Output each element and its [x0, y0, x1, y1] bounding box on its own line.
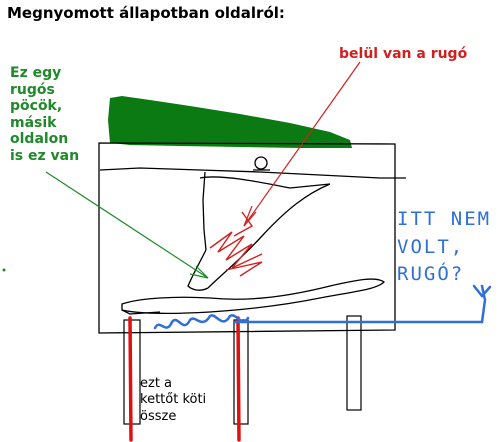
pin-right [346, 315, 362, 411]
switch-cap [108, 96, 352, 148]
spring-inside-arrow [243, 61, 361, 227]
pin-middle-connection [236, 316, 241, 442]
terminal-pins [123, 315, 362, 442]
annotation-spring-inside: belül van a rugó [339, 46, 468, 62]
stray-dot [2, 268, 6, 272]
pin-middle [233, 319, 249, 425]
annotation-no-spring-here: ITT NEM VOLT, RUGÓ? [397, 208, 492, 286]
plunger [99, 156, 406, 291]
internal-spring-marks [209, 211, 263, 277]
pin-left-connection [128, 316, 133, 442]
annotation-connects-pins: ezt a kettőt köti össze [140, 376, 207, 424]
spring-lever-arrow [45, 171, 209, 279]
page-title: Megnyomott állapotban oldalról: [7, 4, 285, 22]
switch-housing [98, 142, 396, 334]
missing-spring-note [153, 284, 492, 330]
lever-spring [121, 278, 385, 315]
annotation-spring-lever: Ez egy rugós pöcök, másik oldalon is ez … [10, 65, 80, 164]
